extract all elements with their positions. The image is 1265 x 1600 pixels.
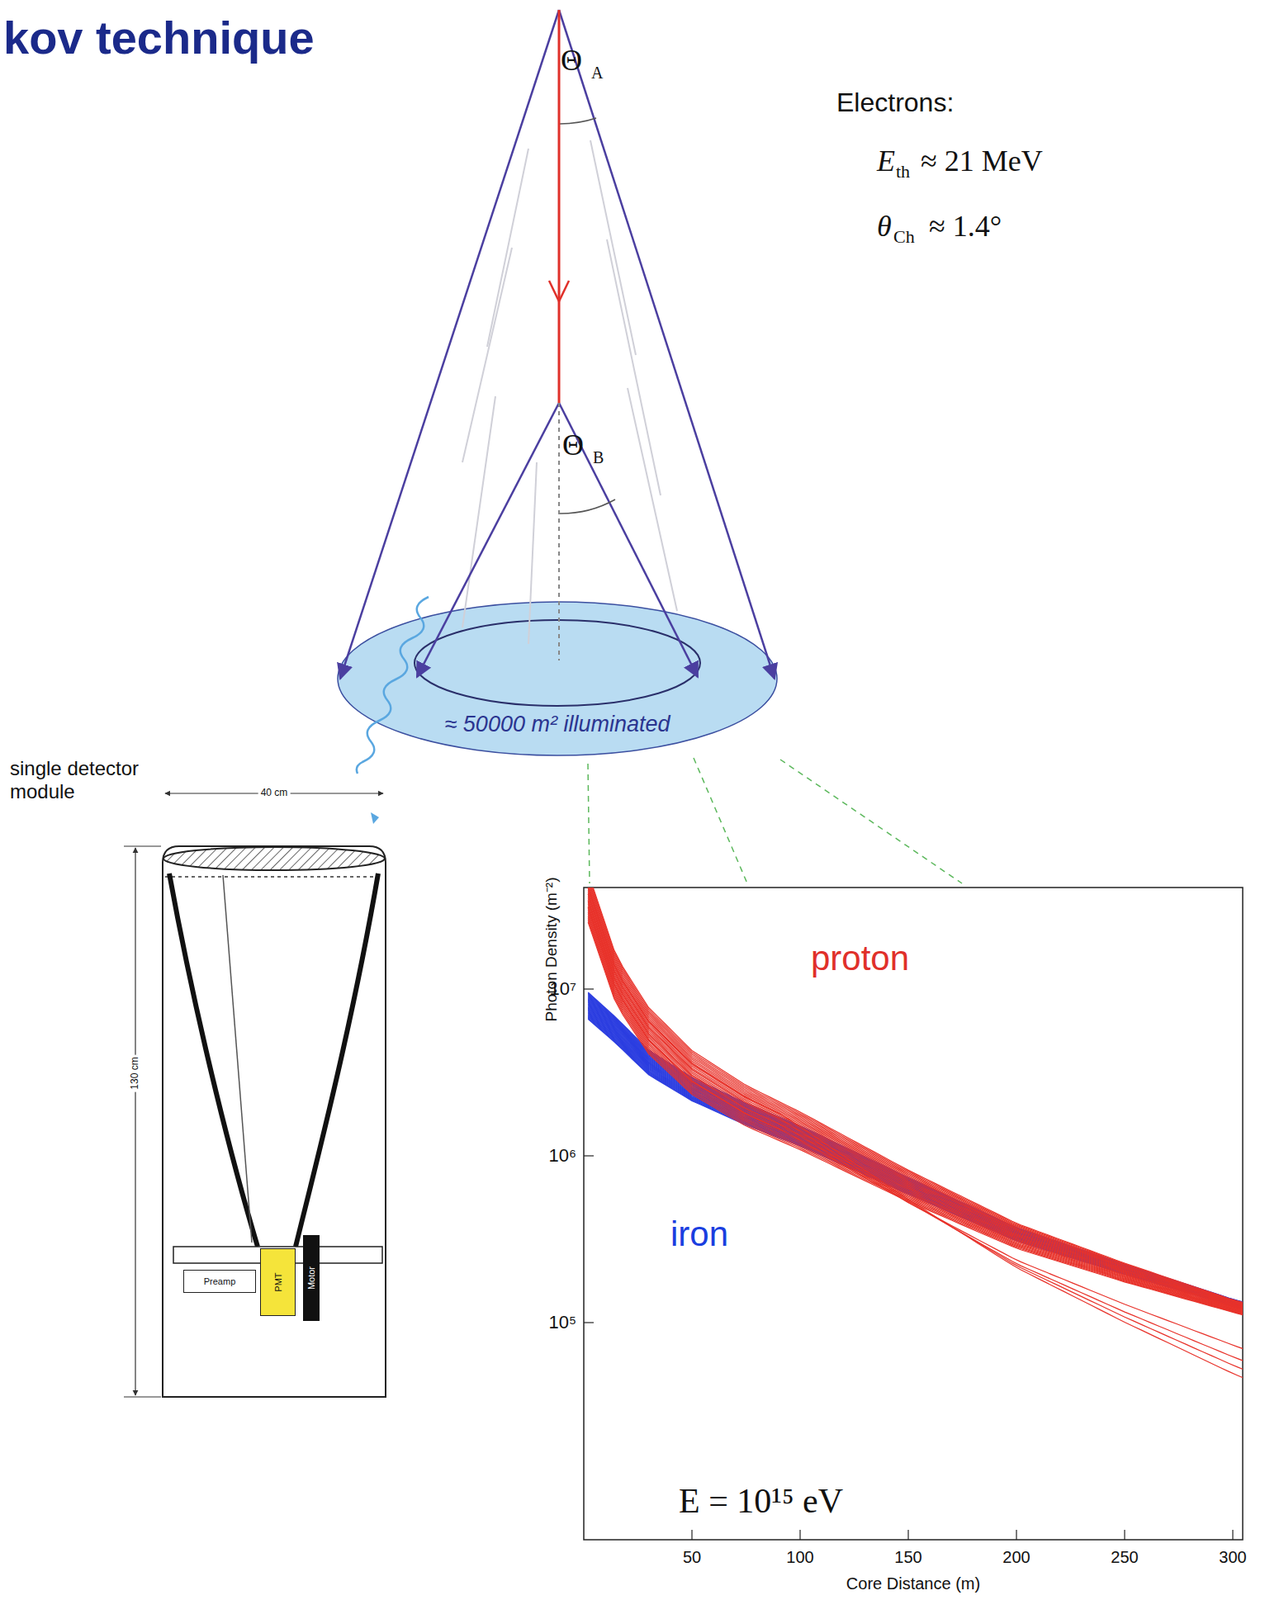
lateral-curve	[587, 914, 1243, 1317]
lateral-curve	[587, 894, 1243, 1374]
detector-module	[162, 846, 386, 1398]
series-label: iron	[670, 1214, 729, 1255]
module-label: single detector module	[9, 757, 159, 803]
lateral-curve	[587, 890, 1243, 1311]
lateral-curve	[587, 920, 1243, 1318]
tick-label: 300	[1218, 1548, 1247, 1568]
angle-value: ≈ 1.4°	[928, 209, 1002, 244]
lateral-curve	[587, 902, 1243, 1314]
lateral-curve	[587, 999, 1243, 1308]
lateral-curve	[587, 887, 1243, 1308]
tick-label: 10⁶	[548, 1145, 577, 1166]
energy-symbol: E	[876, 144, 896, 179]
section-label: Electrons:	[836, 87, 954, 119]
lateral-curve	[587, 922, 1243, 1318]
energy-label: E = 10¹⁵ eV	[678, 1481, 844, 1521]
lateral-curve	[587, 996, 1243, 1307]
photon-head	[370, 812, 380, 825]
lateral-curve	[587, 1011, 1243, 1310]
tick-label: 10⁵	[548, 1312, 577, 1333]
lateral-curve	[587, 904, 1243, 1314]
lateral-curve	[587, 887, 1243, 1306]
lateral-curve	[587, 908, 1243, 1315]
angle-symbol: θ	[876, 209, 892, 244]
lateral-curve	[587, 997, 1243, 1308]
lateral-curve	[587, 994, 1243, 1306]
motor-box: Motor	[303, 1235, 320, 1322]
lateral-curve	[587, 910, 1243, 1316]
lateral-curve	[587, 907, 1243, 1354]
photon-wave	[356, 596, 429, 774]
lateral-curve	[587, 900, 1243, 1313]
tick-label: 50	[682, 1548, 702, 1568]
tick-label: 10⁷	[549, 978, 577, 1000]
preamp-box: Preamp	[183, 1269, 256, 1294]
illuminated-area	[337, 601, 778, 756]
tick-label: 250	[1110, 1548, 1138, 1568]
lateral-curve	[587, 918, 1243, 1318]
chart-frame	[583, 887, 1243, 1540]
lateral-curve	[587, 898, 1243, 1313]
lateral-curve	[587, 887, 1243, 1308]
lateral-curve	[587, 1001, 1243, 1308]
lateral-curve	[587, 887, 1243, 1308]
series-label: proton	[810, 938, 910, 979]
dimension-lines	[123, 793, 384, 1398]
box-text: Motor	[306, 1266, 317, 1290]
lateral-curve	[587, 916, 1243, 1318]
tick-label: 200	[1002, 1548, 1030, 1568]
axis-title: Photon Density (m⁻²)	[542, 877, 561, 1023]
green-dashed	[587, 758, 962, 884]
cherenkov-cone	[340, 9, 775, 679]
tick-label: 150	[894, 1548, 922, 1568]
box-text: Preamp	[203, 1276, 237, 1287]
angle-subscript: A	[591, 63, 603, 83]
lateral-curve	[587, 887, 1243, 1308]
lateral-curve	[587, 887, 1243, 1384]
angle-symbol: Θ	[560, 43, 583, 78]
slide-title: kov technique	[3, 11, 315, 65]
dimension-label: 40 cm	[258, 787, 291, 800]
lateral-distribution-curves	[587, 887, 1243, 1384]
lateral-curve	[587, 888, 1243, 1310]
angle-subscript: B	[592, 448, 604, 468]
lateral-curve	[587, 994, 1243, 1306]
threshold-value: ≈ 21 MeV	[920, 144, 1043, 179]
tick-label: 100	[786, 1548, 814, 1568]
lateral-curve	[587, 900, 1243, 1366]
pmt-box: PMT	[260, 1248, 296, 1317]
angle-symbol: Θ	[562, 428, 584, 463]
shower-streaks	[462, 140, 678, 645]
lateral-curve	[587, 887, 1243, 1309]
lateral-curve	[587, 906, 1243, 1315]
lateral-curve	[587, 887, 1243, 1310]
lateral-curve	[587, 887, 1243, 1307]
box-text: PMT	[272, 1272, 283, 1292]
lateral-curve	[587, 1009, 1243, 1310]
lateral-curve	[587, 892, 1243, 1312]
lateral-curve	[587, 992, 1243, 1306]
lateral-curve	[587, 993, 1243, 1306]
axis-title: Core Distance (m)	[846, 1574, 981, 1594]
lateral-curve	[587, 896, 1243, 1313]
energy-subscript: th	[895, 161, 910, 182]
angle-subscript: Ch	[893, 226, 915, 247]
lateral-curve	[587, 894, 1243, 1312]
axis-dashed	[558, 402, 560, 661]
area-label: ≈ 50000 m² illuminated	[445, 711, 671, 738]
dimension-label: 130 cm	[129, 1054, 142, 1092]
lateral-curve	[587, 912, 1243, 1316]
